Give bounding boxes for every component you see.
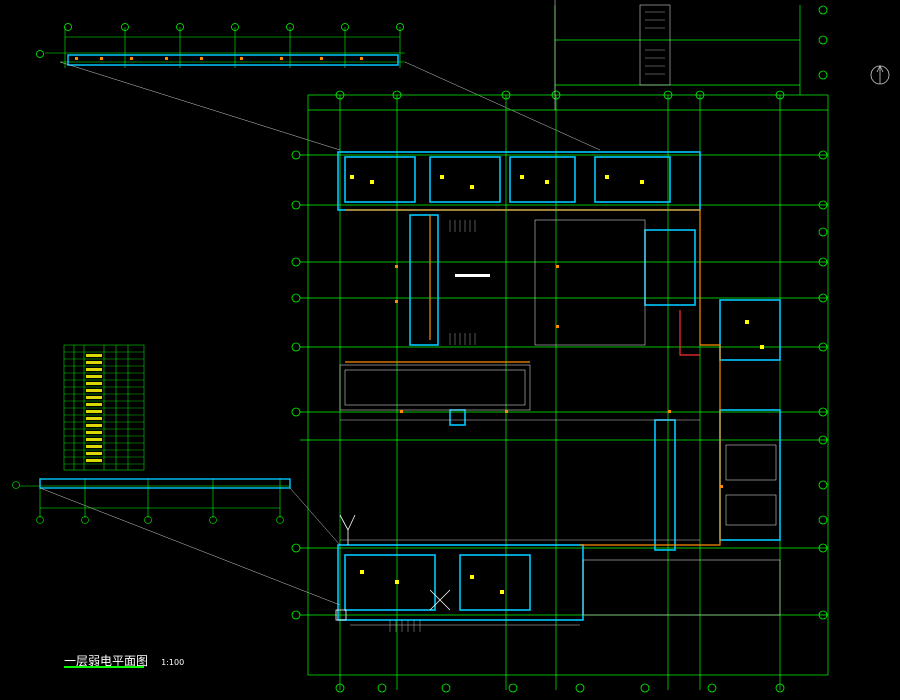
legend-table	[63, 344, 145, 471]
building-walls	[337, 151, 781, 621]
drawing-title-block: 一层弱电平面图 1:100	[64, 650, 184, 669]
detail-strip-top	[45, 27, 405, 68]
drawing-scale: 1:100	[161, 658, 185, 667]
structure-lines	[339, 0, 781, 626]
drawing-title: 一层弱电平面图	[64, 654, 149, 668]
north-arrow-icon	[870, 65, 890, 85]
detail-strip-bottom	[12, 478, 290, 524]
equipment-symbols	[350, 175, 764, 594]
axis-grid	[300, 5, 829, 690]
axis-bubbles	[291, 5, 828, 693]
wiring-routes	[345, 209, 721, 546]
title-underline	[64, 666, 144, 668]
